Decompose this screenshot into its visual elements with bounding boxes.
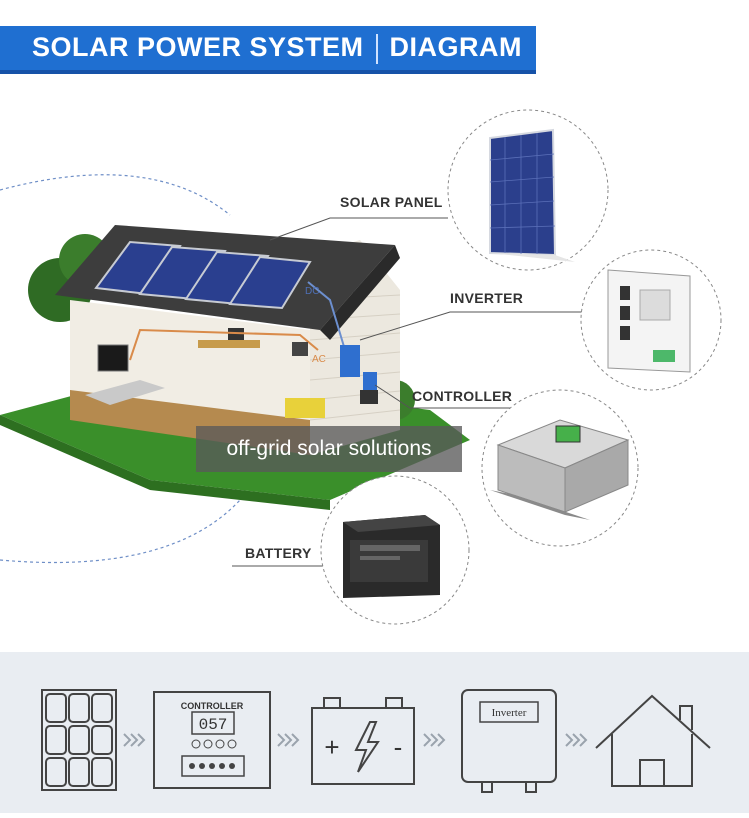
- dc-label: DC: [305, 286, 319, 297]
- label-controller: CONTROLLER: [412, 388, 513, 404]
- desk: [198, 340, 260, 348]
- dc-wiring: [307, 281, 346, 351]
- flow-house-icon: [595, 694, 711, 787]
- leader-controller: [374, 384, 510, 409]
- flow-battery-minus: -: [394, 732, 403, 762]
- page-title: SOLAR POWER SYSTEM DIAGRAM: [26, 32, 528, 64]
- product-solar-panel: [489, 128, 575, 262]
- decor-arc-bottom: [0, 499, 241, 564]
- flow-controller-display: 057: [199, 716, 228, 734]
- title-part-2: DIAGRAM: [389, 32, 523, 62]
- flow-arrow-1: [123, 733, 146, 747]
- ac-wiring: [129, 328, 319, 361]
- flow-arrow-2: [277, 733, 300, 747]
- flow-battery-plus: +: [324, 732, 339, 762]
- grass-edge: [0, 415, 330, 510]
- couch: [285, 398, 325, 418]
- system-illustration: DC AC: [0, 109, 722, 625]
- title-separator: [375, 33, 378, 64]
- wall-controller: [363, 372, 377, 390]
- label-inverter: INVERTER: [450, 290, 524, 306]
- flow-diagram: CONTROLLER 057 + - Inverter: [41, 689, 711, 793]
- flow-controller-label: CONTROLLER: [181, 701, 244, 711]
- leader-solar-panel: [269, 217, 448, 241]
- wall-battery: [360, 390, 378, 404]
- indoor-box: [292, 342, 308, 356]
- bed: [85, 380, 165, 405]
- off-grid-caption: off-grid solar solutions: [196, 426, 462, 472]
- decor-arc-top: [0, 174, 231, 216]
- product-controller: [490, 419, 630, 520]
- lightning-icon: [354, 721, 380, 773]
- title-part-1: SOLAR POWER SYSTEM: [32, 32, 364, 62]
- product-inverter: [607, 269, 691, 373]
- wall-inverter: [340, 345, 360, 377]
- flow-inverter-label: Inverter: [492, 707, 527, 719]
- flow-solar-panel-icon: [41, 689, 117, 791]
- label-battery: BATTERY: [245, 545, 312, 561]
- flow-arrow-4: [565, 733, 588, 747]
- flow-inverter-icon: Inverter: [461, 689, 557, 793]
- flow-arrow-3: [423, 733, 446, 747]
- roof-edge: [320, 245, 400, 340]
- leader-inverter: [359, 311, 585, 341]
- label-solar-panel: SOLAR PANEL: [340, 194, 443, 210]
- flow-controller-icon: CONTROLLER 057: [153, 691, 271, 789]
- ac-label: AC: [312, 354, 326, 365]
- product-battery: [343, 515, 440, 598]
- flow-panel: CONTROLLER 057 + - Inverter: [0, 652, 749, 813]
- flow-battery-icon: + -: [311, 697, 415, 785]
- header-banner: SOLAR POWER SYSTEM DIAGRAM: [0, 26, 536, 74]
- roof-solar-panels: [94, 240, 312, 310]
- tv: [97, 344, 129, 372]
